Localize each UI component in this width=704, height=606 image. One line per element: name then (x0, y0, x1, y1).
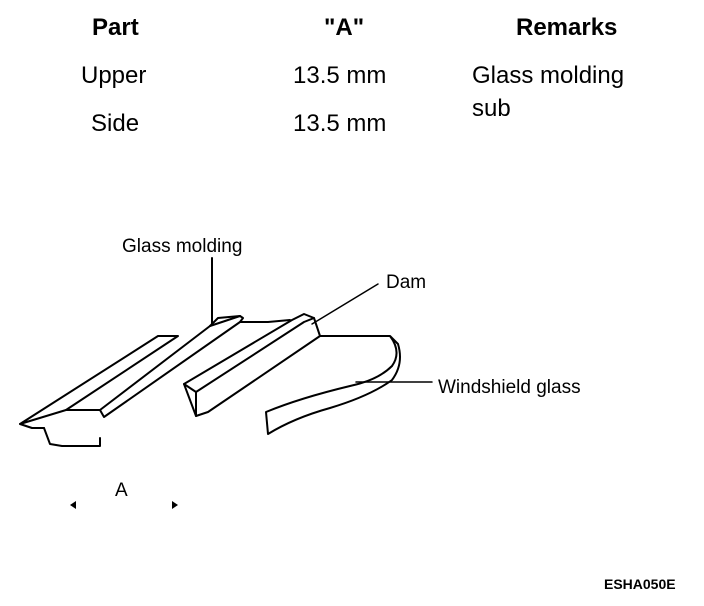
glass-molding-shape (19, 315, 291, 447)
header-part: Part (92, 14, 139, 41)
row-side-a: 13.5 mm (293, 110, 387, 137)
label-windshield-glass: Windshield glass (438, 377, 581, 398)
header-remarks: Remarks (516, 14, 618, 41)
row-upper-remarks-line1: Glass molding (472, 62, 625, 89)
windshield-glass-shape (265, 335, 401, 435)
dimension-arrows (70, 501, 178, 509)
label-dimension-a: A (115, 480, 128, 501)
header-a: "A" (324, 14, 365, 41)
dam-leader (311, 283, 379, 325)
row-upper-a: 13.5 mm (293, 62, 387, 89)
dam-shape (183, 313, 321, 417)
row-upper-part: Upper (81, 62, 147, 89)
label-glass-molding: Glass molding (122, 236, 243, 257)
figure-code: ESHA050E (604, 576, 676, 592)
label-dam: Dam (386, 272, 427, 293)
row-upper-remarks-line2: sub (472, 95, 511, 122)
row-side-part: Side (91, 110, 140, 137)
